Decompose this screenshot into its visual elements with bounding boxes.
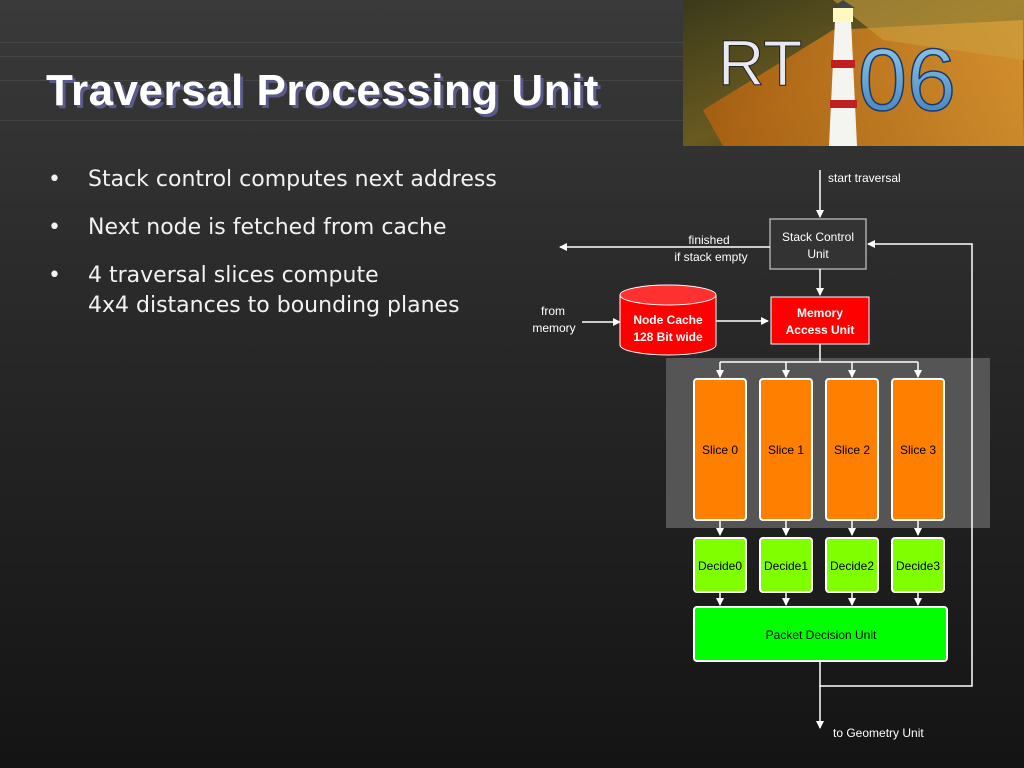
bullet-icon: • [48, 263, 61, 288]
slice-label: Slice 3 [900, 443, 936, 457]
rt06-logo: RT 06 [683, 0, 1024, 146]
bullet-text: Next node is fetched from cache [88, 215, 447, 240]
from-memory-label: memory [532, 321, 575, 335]
bullet-item: • Next node is fetched from cache [48, 213, 497, 243]
decide-label: Decide2 [830, 559, 874, 573]
memory-access-label: Access Unit [786, 323, 855, 337]
start-traversal-label: start traversal [828, 171, 901, 185]
bullet-icon: • [48, 167, 61, 192]
node-cache-label: Node Cache [633, 313, 703, 327]
bullet-text: 4 traversal slices compute [88, 263, 379, 288]
from-memory-label: from [541, 304, 565, 318]
slice-label: Slice 0 [702, 443, 738, 457]
packet-decision-label: Packet Decision Unit [766, 628, 877, 642]
decide-label: Decide0 [698, 559, 742, 573]
bullet-item: • 4 traversal slices compute 4x4 distanc… [48, 261, 497, 321]
finished-label: finished [688, 233, 729, 247]
bullet-text: 4x4 distances to bounding planes [88, 293, 460, 318]
orange-swoosh [703, 20, 1024, 146]
stack-control-label: Stack Control [782, 230, 854, 244]
bullet-text: Stack control computes next address [88, 167, 497, 192]
node-cache [619, 284, 717, 356]
logo-text-06: 06 [858, 30, 956, 129]
background-stripe [0, 56, 1024, 57]
memory-access-unit [770, 296, 870, 345]
to-geometry-label: to Geometry Unit [833, 726, 924, 740]
background-stripe [0, 80, 1024, 81]
bullet-icon: • [48, 215, 61, 240]
bullet-item: • Stack control computes next address [48, 165, 497, 195]
background-stripe [0, 120, 1024, 121]
slice-label: Slice 2 [834, 443, 870, 457]
packet-decision-unit [693, 606, 948, 662]
slice-label: Slice 1 [768, 443, 804, 457]
background-stripe [0, 42, 1024, 43]
slide-title: Traversal Processing Unit [46, 66, 599, 115]
stack-control-label: Unit [807, 247, 829, 261]
lighthouse-icon [829, 0, 857, 146]
decide-label: Decide1 [764, 559, 808, 573]
finished-label: if stack empty [674, 250, 747, 264]
stack-control-unit [769, 218, 867, 270]
bullet-list: • Stack control computes next address • … [48, 165, 497, 339]
memory-access-label: Memory [797, 306, 843, 320]
decide-label: Decide3 [896, 559, 940, 573]
node-cache-label: 128 Bit wide [633, 330, 703, 344]
logo-text-rt: RT [718, 27, 802, 99]
feedback-loop-arrow [819, 240, 973, 687]
